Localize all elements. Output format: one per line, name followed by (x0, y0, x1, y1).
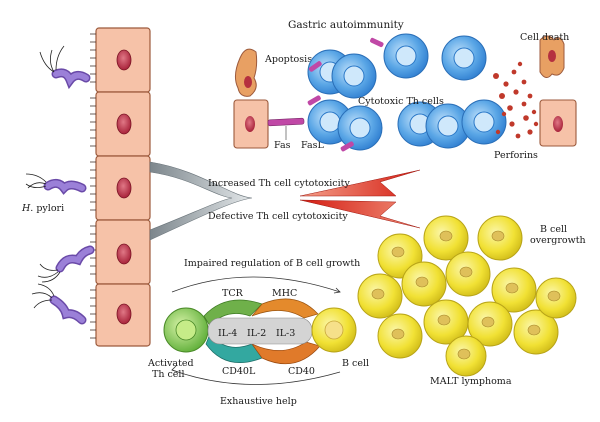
cytotoxic-th-cells-label: Cytotoxic Th cells (358, 96, 444, 107)
bacterium (39, 45, 91, 90)
activated-th-cell-label-line2: Th cell (152, 369, 185, 380)
b-cell (423, 215, 469, 261)
bacterium (31, 283, 87, 325)
cytotoxic-cell (383, 33, 429, 79)
defective-cytotoxicity-label: Defective Th cell cytotoxicity (208, 211, 348, 222)
cytotoxic-cell (425, 103, 471, 149)
gastric-autoimmunity-label: Gastric autoimmunity (288, 19, 404, 31)
microvilli-brush-border (90, 33, 96, 339)
gray-branch-arrow (149, 161, 253, 241)
epithelial-cell (95, 155, 151, 221)
tcr-label: TCR (222, 288, 244, 299)
impaired-regulation-arc (171, 276, 341, 293)
cytotoxic-cell (337, 105, 383, 151)
b-cell (535, 277, 577, 319)
perforins-label: Perforins (494, 150, 538, 161)
cd40-molecule (250, 341, 321, 365)
epithelial-cell (95, 283, 151, 347)
fas-fasl-receptor (267, 117, 305, 140)
mhc-label: MHC (272, 288, 297, 299)
impaired-regulation-label: Impaired regulation of B cell growth (184, 258, 360, 269)
gastric-epithelium (90, 27, 151, 347)
target-epithelial-cell (233, 99, 269, 149)
malt-b-cell-cluster (357, 215, 577, 377)
cd40l-label: CD40L (222, 366, 256, 377)
activated-th-cell-label-line1: Activated (147, 358, 194, 369)
b-cell-overgrowth-label-line2: overgrowth (530, 235, 586, 246)
b-cell-label: B cell (342, 358, 369, 369)
cd40-label: CD40 (288, 366, 315, 377)
bacterium (25, 173, 87, 195)
fas-label: Fas (274, 140, 291, 151)
dying-epithelial-cell (539, 35, 565, 78)
epithelial-cell (95, 27, 151, 93)
b-cell (467, 301, 513, 347)
cytotoxic-cell (331, 53, 377, 99)
exhaustive-help-arc (171, 369, 341, 385)
epithelial-cell (95, 91, 151, 157)
cytotoxic-cell (441, 35, 487, 81)
b-cell-overgrowth-label-line1: B cell (540, 224, 567, 235)
epithelial-cell (95, 219, 151, 285)
malt-lymphoma-label: MALT lymphoma (430, 376, 512, 387)
il4-label: IL-4 (218, 328, 237, 339)
bacterium (37, 245, 95, 283)
apoptosis-label: Apoptosis (264, 54, 312, 65)
apoptotic-epithelial-cell (234, 48, 258, 97)
b-cell (445, 251, 491, 297)
b-cell (377, 313, 423, 359)
increased-cytotoxicity-label: Increased Th cell cytotoxicity (208, 178, 350, 189)
red-arrow-defective (299, 199, 421, 229)
cytotoxic-cell (461, 99, 507, 145)
cell-death-label: Cell death (520, 32, 569, 43)
h-pylori-bacteria (25, 45, 95, 325)
b-cell (491, 267, 537, 313)
b-cell (445, 335, 487, 377)
cytotoxic-th-cells (307, 33, 507, 152)
dying-epithelial-cell (539, 99, 577, 147)
il2-label: IL-2 (247, 328, 266, 339)
perforin-granules (493, 61, 539, 139)
th-b-synapse (163, 298, 357, 365)
mhc-molecule (251, 298, 319, 319)
il3-label: IL-3 (276, 328, 295, 339)
h-pylori-label: H. pylori (21, 203, 64, 214)
b-cell (513, 309, 559, 355)
exhaustive-help-label: Exhaustive help (220, 396, 297, 407)
b-cell (401, 261, 447, 307)
red-arrow-increased (299, 169, 421, 197)
b-cell (477, 215, 523, 261)
b-cell (357, 273, 403, 319)
fasl-label: FasL (301, 140, 324, 151)
